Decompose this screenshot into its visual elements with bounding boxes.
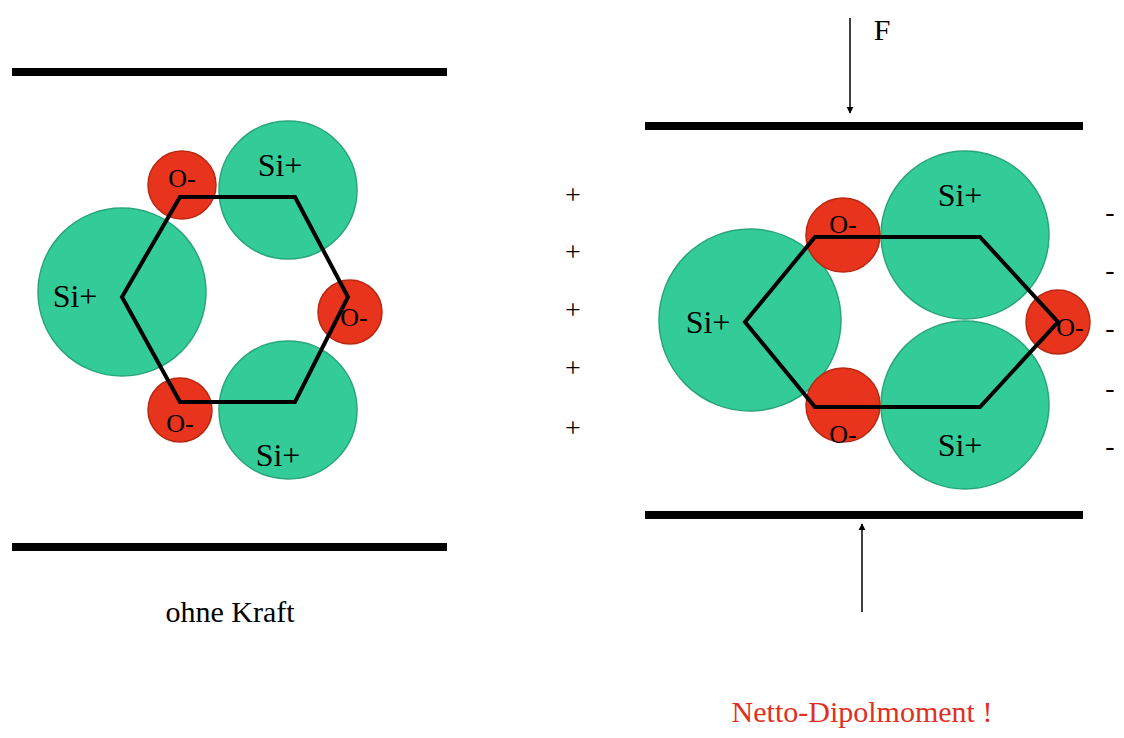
oxygen-ion: O- [805, 367, 881, 443]
ion-label: O- [829, 212, 856, 238]
charge-sign: - [1105, 256, 1114, 284]
bottom-plate [645, 511, 1083, 519]
ion-outline [1026, 290, 1090, 354]
oxygen-ion: O- [1025, 289, 1091, 355]
charge-sign: - [1105, 198, 1114, 226]
charge-sign: - [1105, 314, 1114, 342]
ion-outline [38, 208, 206, 376]
charge-sign: + [565, 354, 581, 382]
ion-circle [880, 150, 1050, 320]
silicon-ion: Si+ [880, 150, 1050, 320]
oxygen-ion: O- [147, 150, 217, 220]
bottom-plate [12, 543, 447, 551]
charge-sign: + [565, 414, 581, 442]
silicon-ion: Si+ [880, 320, 1050, 490]
caption-text: ohne Kraft [165, 597, 294, 627]
charge-sign: + [565, 238, 581, 266]
silicon-ion: Si+ [218, 340, 358, 480]
oxygen-ion: O- [147, 377, 213, 443]
silicon-ion: Si+ [218, 120, 358, 260]
ion-label: O- [340, 305, 367, 331]
ion-label: O- [166, 411, 193, 437]
charge-sign: - [1105, 374, 1114, 402]
ion-label: O- [168, 166, 195, 192]
ion-outline [881, 151, 1049, 319]
oxygen-ion: O- [805, 197, 881, 273]
ion-label: Si+ [938, 429, 983, 461]
ion-outline [148, 378, 212, 442]
ion-label: Si+ [686, 306, 731, 338]
result-note: Netto-Dipolmoment ! [732, 697, 993, 727]
silicon-ion: Si+ [37, 207, 207, 377]
ion-outline [219, 341, 357, 479]
ion-label: Si+ [258, 149, 303, 181]
charge-sign: + [565, 296, 581, 324]
force-arrow [861, 524, 863, 612]
oxygen-ion: O- [317, 279, 383, 345]
top-plate [12, 68, 447, 76]
force-arrow [849, 18, 851, 113]
ion-outline [881, 321, 1049, 489]
force-label: F [874, 15, 891, 45]
ion-label: O- [829, 422, 856, 448]
ion-outline [318, 280, 382, 344]
ion-circle [218, 120, 358, 260]
charge-sign: + [565, 181, 581, 209]
ion-label: O- [1056, 315, 1083, 341]
ion-outline [806, 198, 880, 272]
ion-label: Si+ [256, 439, 301, 471]
ion-circle [880, 320, 1050, 490]
top-plate [645, 122, 1083, 130]
ion-outline [219, 121, 357, 259]
charge-sign: - [1105, 432, 1114, 460]
ion-label: Si+ [53, 280, 98, 312]
ion-outline [148, 151, 216, 219]
ion-label: Si+ [938, 179, 983, 211]
